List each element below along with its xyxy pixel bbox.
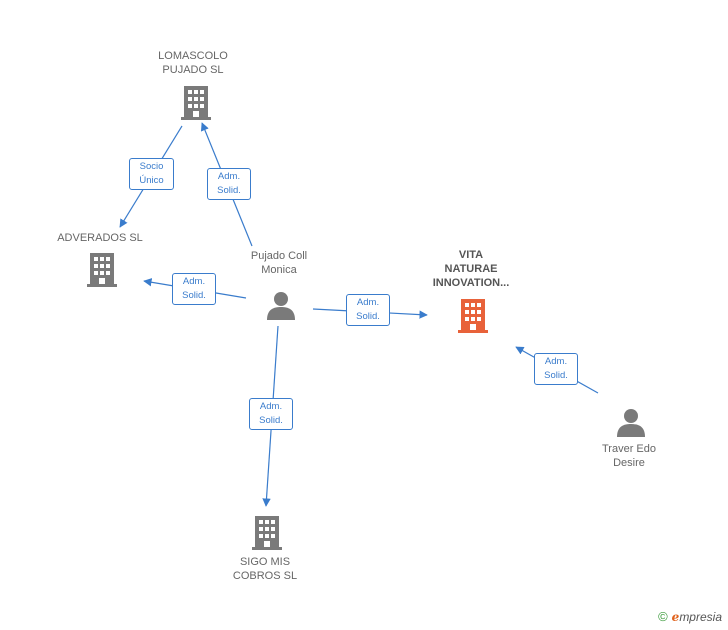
edge-label-socio-unico[interactable]: Socio Único [129,158,174,190]
edge-label-line: Socio [139,161,164,172]
label-line: VITA [458,249,484,261]
edge-label-line: Adm. [182,276,206,287]
brand-e: e [671,610,680,624]
edge-label-adm-solid-traver[interactable]: Adm. Solid. [534,353,578,385]
edge-label-line: Adm. [544,356,568,367]
label-line: Desire [613,457,645,469]
pujado-label[interactable]: Pujado Coll Monica [214,249,344,277]
edge-label-line: Solid. [182,290,206,301]
edge-label-line: Adm. [356,297,380,308]
edge-label-line: Solid. [544,370,568,381]
sigo-label[interactable]: SIGO MIS COBROS SL [200,555,330,583]
label-line: LOMASCOLO [158,50,228,62]
vita-building-icon[interactable] [458,297,488,338]
edge-label-line: Solid. [217,185,241,196]
pujado-person-icon[interactable] [266,290,296,325]
edge-label-line: Solid. [259,415,283,426]
copyright-icon: © [658,609,668,624]
edge-label-adm-solid-adverados[interactable]: Adm. Solid. [172,273,216,305]
traver-label[interactable]: Traver Edo Desire [564,442,694,470]
edge-label-adm-solid-vita[interactable]: Adm. Solid. [346,294,390,326]
edge-label-line: Adm. [217,171,241,182]
lomascolo-building-icon[interactable] [181,84,211,125]
edge-label-line: Adm. [259,401,283,412]
label-line: Monica [261,264,297,276]
label-line: Pujado Coll [250,250,308,262]
adverados-label[interactable]: ADVERADOS SL [35,231,165,245]
brand-name: mpresia [679,610,722,624]
label-line: INNOVATION... [432,277,510,289]
sigo-building-icon[interactable] [252,514,282,555]
label-line: Traver Edo [601,443,656,455]
edge-label-adm-solid-sigo[interactable]: Adm. Solid. [249,398,293,430]
label-line: PUJADO SL [162,64,224,76]
vita-label[interactable]: VITA NATURAE INNOVATION... [406,248,536,290]
edge-label-adm-solid-lomascolo[interactable]: Adm. Solid. [207,168,251,200]
label-line: COBROS SL [232,570,298,582]
label-line: SIGO MIS [239,556,291,568]
edge-label-line: Solid. [356,311,380,322]
lomascolo-label[interactable]: LOMASCOLO PUJADO SL [128,49,258,77]
label-line: ADVERADOS SL [57,232,143,244]
label-line: NATURAE [444,263,498,275]
adverados-building-icon[interactable] [87,251,117,292]
traver-person-icon[interactable] [616,407,646,442]
empresia-brand[interactable]: ©empresia [658,609,722,624]
edge-label-line: Único [139,175,164,186]
